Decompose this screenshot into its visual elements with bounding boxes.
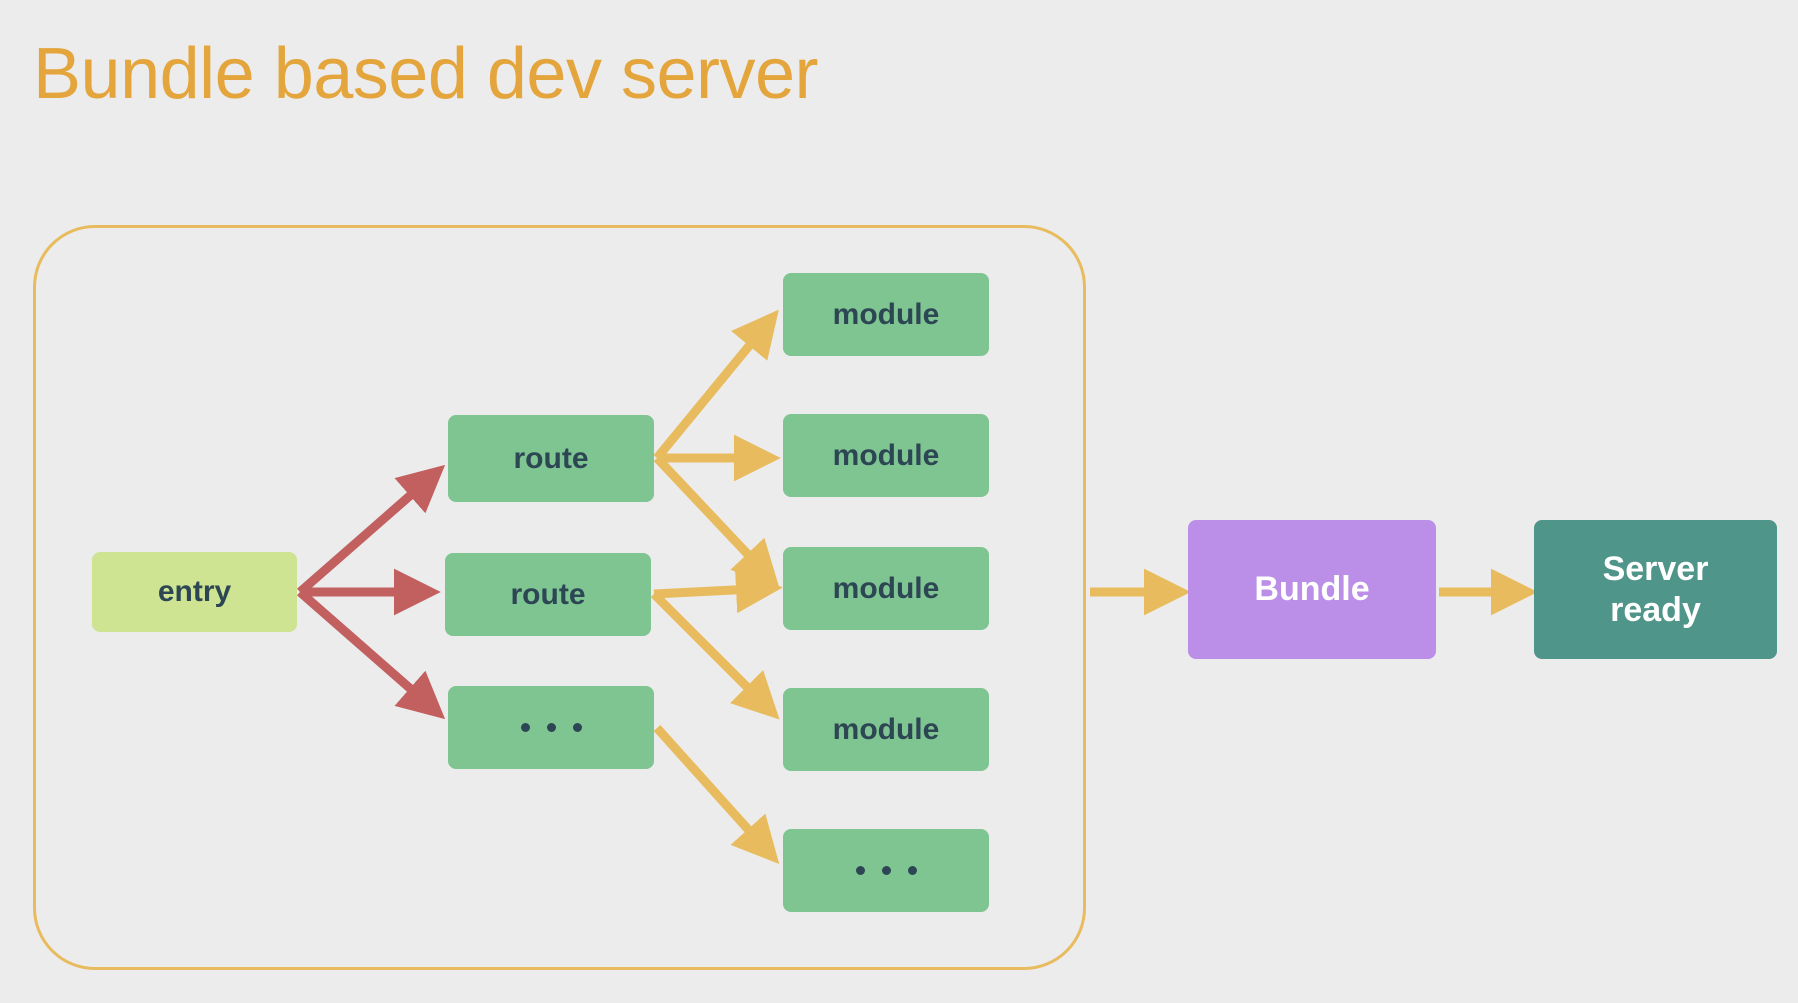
ellipsis-icon [855,866,917,875]
ellipsis-icon [520,723,582,732]
node-route-ellipsis[interactable] [448,686,654,769]
node-route-2[interactable]: route [445,553,651,636]
node-module-3-label: module [832,571,940,605]
node-bundle[interactable]: Bundle [1188,520,1436,659]
node-module-3[interactable]: module [783,547,989,630]
node-module-1-label: module [832,297,940,331]
node-module-4[interactable]: module [783,688,989,771]
node-module-ellipsis[interactable] [783,829,989,912]
node-server-ready[interactable]: Server ready [1534,520,1777,659]
node-entry[interactable]: entry [92,552,297,632]
node-module-1[interactable]: module [783,273,989,356]
node-route-1-label: route [513,441,589,475]
node-route-2-label: route [510,577,586,611]
node-route-1[interactable]: route [448,415,654,502]
node-server-ready-label-line2: ready [1610,590,1701,629]
node-module-2[interactable]: module [783,414,989,497]
page-title: Bundle based dev server [33,34,819,114]
node-module-2-label: module [832,438,940,472]
bundle-graph-group [33,225,1086,970]
node-module-4-label: module [832,712,940,746]
node-entry-label: entry [157,575,232,608]
node-server-ready-label-line1: Server [1602,550,1709,589]
node-bundle-label: Bundle [1254,570,1370,608]
